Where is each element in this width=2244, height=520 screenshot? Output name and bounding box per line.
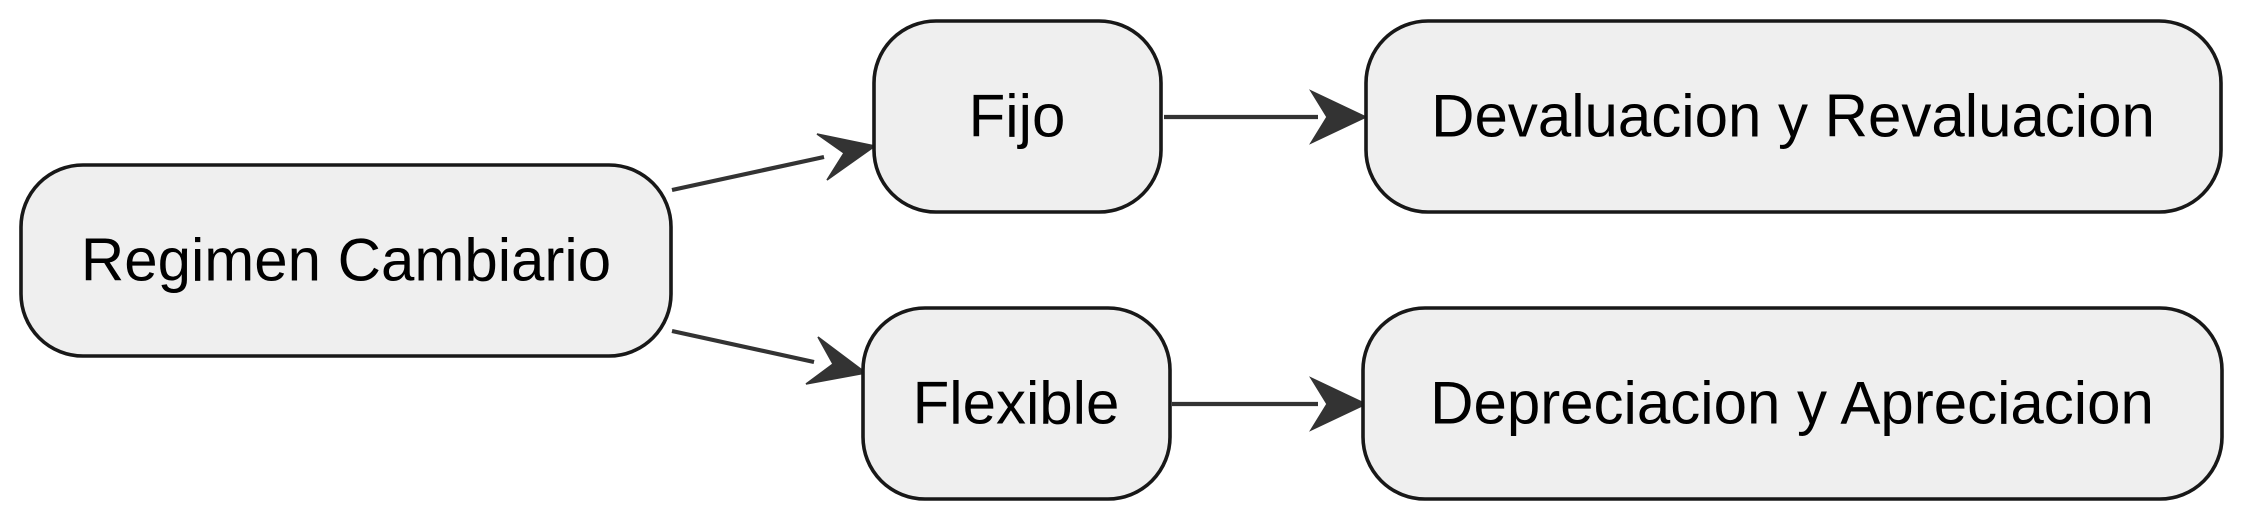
node-label: Devaluacion y Revaluacion bbox=[1431, 83, 2155, 150]
edge-flexible-to-depreciacion bbox=[1172, 376, 1368, 432]
edge-root-to-fijo bbox=[671, 133, 877, 193]
arrowhead-icon bbox=[1309, 89, 1368, 145]
edge-fijo-to-devaluacion bbox=[1164, 89, 1368, 145]
node-fijo: Fijo bbox=[872, 19, 1163, 214]
node-label: Flexible bbox=[913, 370, 1120, 437]
arrowhead-icon bbox=[1309, 376, 1368, 432]
arrowhead-icon bbox=[816, 133, 877, 181]
edge-root-to-flexible bbox=[671, 328, 868, 385]
node-label: Depreciacion y Apreciacion bbox=[1430, 370, 2154, 437]
node-label: Fijo bbox=[969, 83, 1066, 150]
arrowhead-icon bbox=[805, 336, 868, 385]
node-regimen-cambiario: Regimen Cambiario bbox=[19, 163, 673, 358]
node-devaluacion-revaluacion: Devaluacion y Revaluacion bbox=[1364, 19, 2223, 214]
node-label: Regimen Cambiario bbox=[81, 227, 611, 294]
node-depreciacion-apreciacion: Depreciacion y Apreciacion bbox=[1361, 306, 2224, 501]
node-flexible: Flexible bbox=[861, 306, 1172, 501]
